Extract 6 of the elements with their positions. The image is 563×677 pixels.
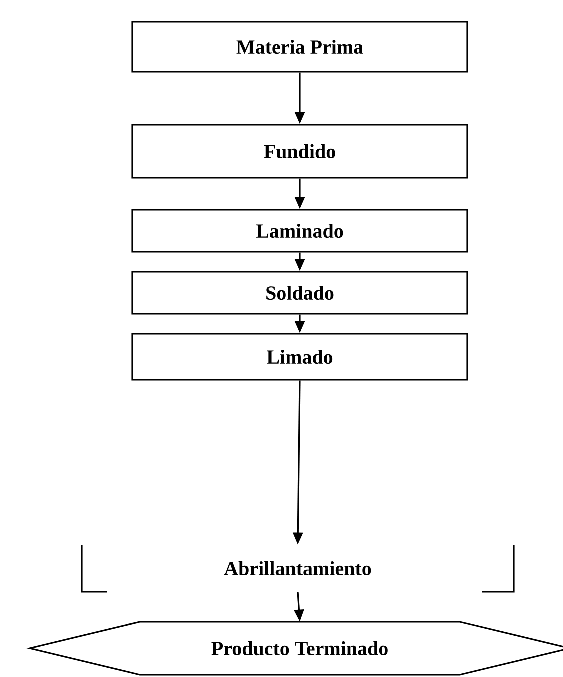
process-box: Soldado	[132, 271, 468, 315]
process-box: Limado	[132, 333, 468, 381]
process-box: Materia Prima	[132, 21, 468, 73]
process-box: Fundido	[132, 124, 468, 179]
bracket-box: Abrillantamiento	[81, 545, 515, 593]
process-box: Laminado	[132, 209, 468, 253]
